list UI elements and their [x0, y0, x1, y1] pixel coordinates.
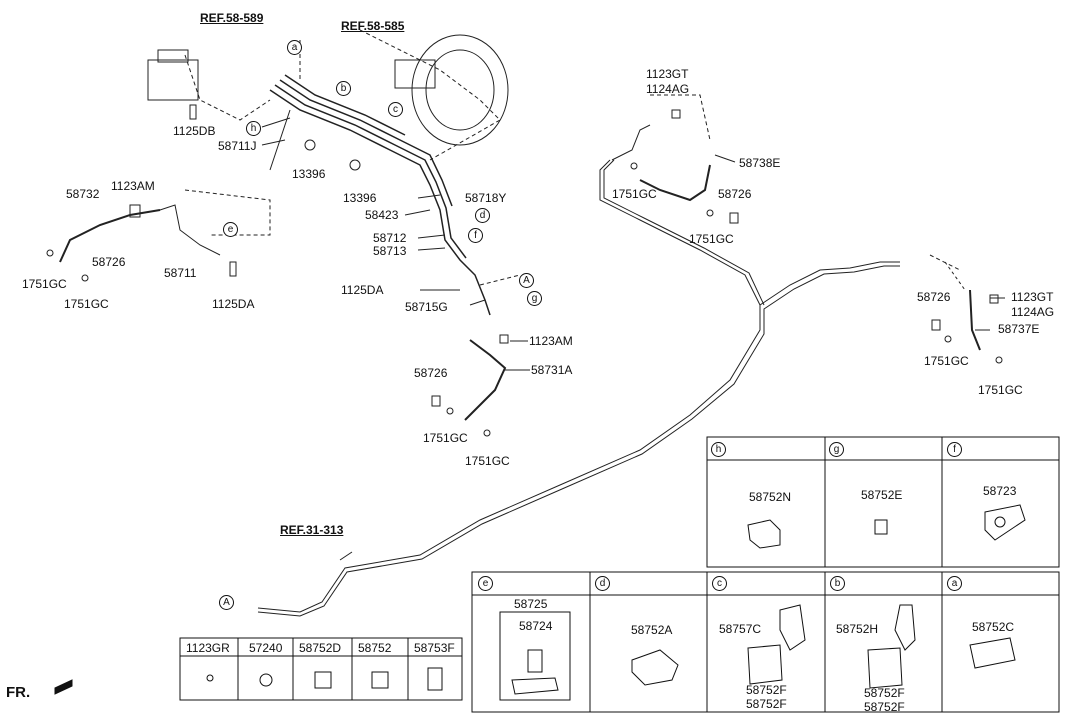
label-1751GC-b: 1751GC — [465, 454, 510, 468]
label-58718Y: 58718Y — [465, 191, 507, 205]
label-58732: 58732 — [66, 187, 100, 201]
table-part-58757C: 58757C — [719, 622, 762, 636]
table-part-58752F-c1: 58752F — [746, 683, 787, 697]
table-callout-d: d — [595, 576, 610, 591]
part-58752A-sketch — [631, 649, 679, 686]
label-1751GC-c: 1751GC — [22, 277, 67, 291]
table-callout-f: f — [947, 442, 962, 457]
ref-58-585-label: REF.58-585 — [341, 19, 405, 33]
label-58726-c: 58726 — [718, 187, 752, 201]
label-1124AG-b: 1124AG — [1011, 305, 1055, 319]
label-58726-b: 58726 — [92, 255, 126, 269]
table-callout-e: e — [478, 576, 493, 591]
table-part-58752E: 58752E — [861, 488, 903, 502]
callout-d: d — [475, 208, 490, 223]
label-1751GC-g: 1751GC — [924, 354, 969, 368]
parts-header-1123GR: 1123GR — [186, 641, 230, 655]
table-part-58752C: 58752C — [972, 620, 1015, 634]
label-1125DA-a: 1125DA — [341, 283, 384, 297]
table-callout-b: b — [830, 576, 845, 591]
callout-h: h — [246, 121, 261, 136]
table-part-58752F-c2: 58752F — [746, 697, 787, 711]
label-58731A: 58731A — [531, 363, 573, 377]
callout-b: b — [336, 81, 351, 96]
callout-A-lower: A — [219, 595, 234, 610]
table-callout-h: h — [711, 442, 726, 457]
label-58712: 58712 — [373, 231, 407, 245]
parts-header-58752: 58752 — [358, 641, 392, 655]
front-direction-label: FR. — [6, 684, 31, 701]
label-58726-d: 58726 — [917, 290, 951, 304]
label-1124AG-a: 1124AG — [646, 82, 690, 96]
label-1125DA-b: 1125DA — [212, 297, 255, 311]
callout-e: e — [223, 222, 238, 237]
label-1123AM-a: 1123AM — [529, 334, 573, 348]
callout-a: a — [287, 40, 302, 55]
label-58715G: 58715G — [405, 300, 448, 314]
table-part-58752F-b1: 58752F — [864, 686, 905, 700]
table-part-58752N: 58752N — [749, 490, 792, 504]
table-callout-c: c — [712, 576, 727, 591]
label-58713: 58713 — [373, 244, 407, 258]
table-part-58724: 58724 — [519, 619, 553, 633]
parts-header-58752D: 58752D — [299, 641, 342, 655]
label-58738E: 58738E — [739, 156, 781, 170]
callout-A-upper: A — [519, 273, 534, 288]
callout-f: f — [468, 228, 483, 243]
label-1125DB: 1125DB — [173, 124, 216, 138]
part-58752N-sketch — [747, 519, 781, 549]
main-brake-tube — [257, 261, 900, 613]
table-part-58723: 58723 — [983, 484, 1017, 498]
part-58752E-sketch — [874, 519, 888, 535]
label-1751GC-a: 1751GC — [423, 431, 468, 445]
parts-header-57240: 57240 — [249, 641, 283, 655]
callout-c: c — [388, 102, 403, 117]
label-58711J: 58711J — [218, 139, 257, 153]
label-13396-a: 13396 — [292, 167, 326, 181]
label-13396-b: 13396 — [343, 191, 377, 205]
table-part-58752A: 58752A — [631, 623, 673, 637]
part-58752H-sketch — [894, 604, 916, 651]
label-1123GT-a: 1123GT — [646, 67, 689, 81]
ref-31-313-label: REF.31-313 — [280, 523, 344, 537]
table-part-58752F-b2: 58752F — [864, 700, 905, 714]
table-part-58725: 58725 — [514, 597, 548, 611]
table-part-58752H: 58752H — [836, 622, 879, 636]
parts-header-58753F: 58753F — [414, 641, 455, 655]
part-58724-sketch — [527, 649, 543, 673]
part-58757C-sketch — [779, 604, 806, 651]
label-1751GC-e: 1751GC — [612, 187, 657, 201]
label-1751GC-h: 1751GC — [978, 383, 1023, 397]
label-1751GC-f: 1751GC — [689, 232, 734, 246]
table-callout-g: g — [829, 442, 844, 457]
label-58726-a: 58726 — [414, 366, 448, 380]
label-58711: 58711 — [164, 266, 197, 280]
label-58737E: 58737E — [998, 322, 1040, 336]
label-1123AM-b: 1123AM — [111, 179, 155, 193]
label-1123GT-b: 1123GT — [1011, 290, 1054, 304]
label-1751GC-d: 1751GC — [64, 297, 109, 311]
ref-58-589-label: REF.58-589 — [200, 11, 264, 25]
label-58423: 58423 — [365, 208, 399, 222]
table-callout-a: a — [947, 576, 962, 591]
part-58752C-sketch — [969, 637, 1016, 669]
callout-g: g — [527, 291, 542, 306]
